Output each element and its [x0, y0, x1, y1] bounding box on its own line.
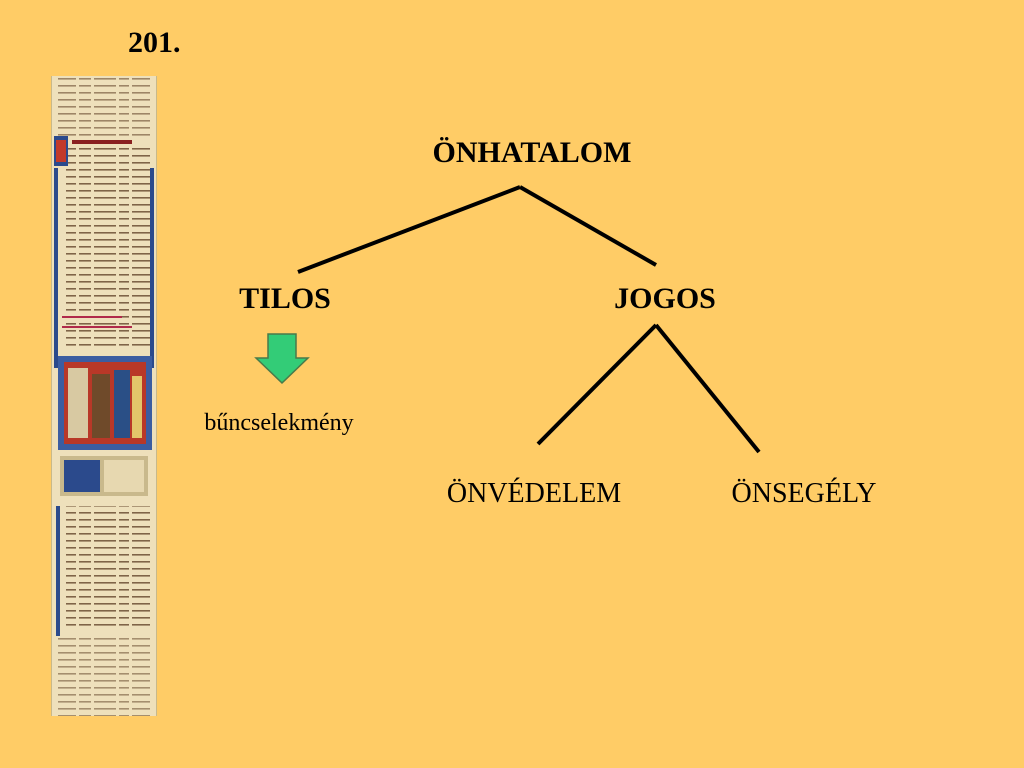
root-node: ÖNHATALOM	[432, 136, 632, 169]
line-jogos-to-onvedelem	[536, 323, 658, 446]
right-node: JOGOS	[614, 282, 716, 315]
left-node: TILOS	[239, 282, 331, 315]
left-result-label: bűncselekmény	[204, 410, 354, 436]
slide-number: 201.	[128, 26, 181, 59]
line-jogos-to-onsegely	[654, 323, 761, 454]
line-root-to-tilos	[297, 185, 521, 274]
manuscript-image	[51, 76, 157, 716]
child-node-onvedelem: ÖNVÉDELEM	[446, 478, 622, 509]
child-node-onsegely: ÖNSEGÉLY	[731, 478, 877, 509]
down-arrow-icon	[254, 333, 310, 385]
line-root-to-jogos	[519, 185, 657, 267]
